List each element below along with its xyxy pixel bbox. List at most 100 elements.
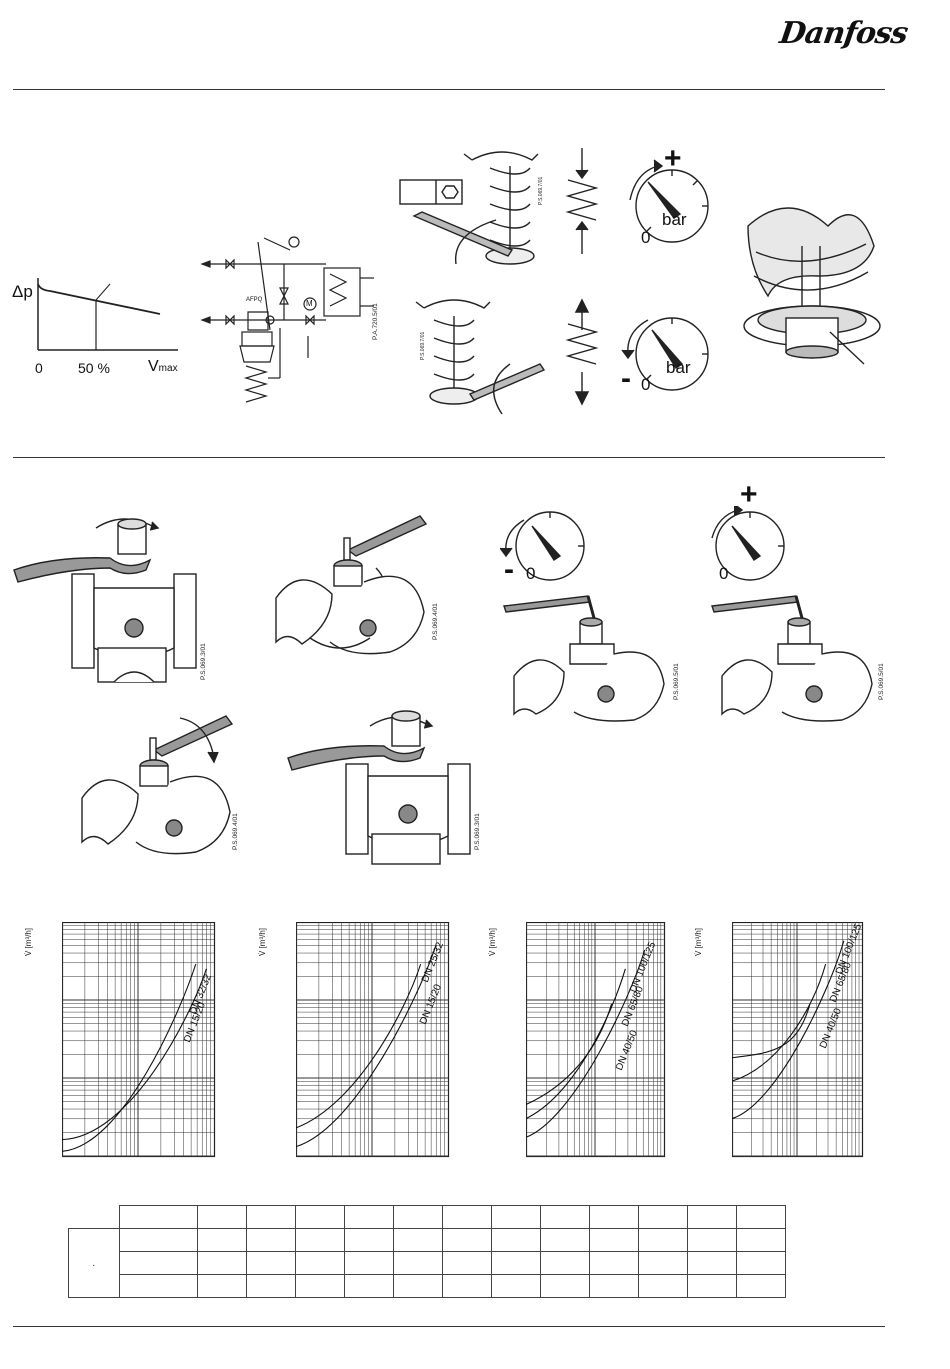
- schematic-motor-label: M: [306, 299, 313, 308]
- table-cell: [245, 1274, 296, 1298]
- flow-chart-3: [526, 922, 666, 1158]
- table-cell: [392, 1251, 443, 1275]
- table-cell: [441, 1274, 492, 1298]
- table-cell: [294, 1205, 345, 1229]
- flow-curve-2: [296, 945, 437, 1148]
- table-cell: [539, 1251, 590, 1275]
- pressure-gauge-increase: [629, 159, 709, 243]
- valve-code-2: P.S.069.4/01: [432, 603, 439, 640]
- flow-chart-2: [296, 922, 450, 1158]
- table-cell: [490, 1205, 541, 1229]
- table-cell: [343, 1228, 394, 1252]
- table-cell: [637, 1228, 688, 1252]
- gauge-top-unit: bar: [662, 210, 687, 229]
- table-cell: [118, 1251, 198, 1275]
- table-cell: [343, 1205, 394, 1229]
- table-cell: [490, 1228, 541, 1252]
- table-row: .: [68, 1228, 786, 1298]
- spring-code-top: P.S.069.7/01: [538, 176, 544, 205]
- table-cell: [196, 1228, 247, 1252]
- table-row: [69, 1274, 786, 1298]
- gauge-4-zero: 0: [719, 564, 729, 583]
- gauge-top-sign: +: [664, 142, 682, 175]
- flow-curve-3: [526, 949, 646, 1138]
- schematic-code: P.A.720.5/01: [372, 303, 379, 340]
- header-rule: [13, 89, 885, 90]
- flow-curve-1: [62, 968, 207, 1141]
- flow-curve-1: [732, 1003, 811, 1059]
- gauge-bottom-sign: -: [621, 362, 631, 395]
- table-cell: [118, 1228, 198, 1252]
- table-cell: [441, 1205, 492, 1229]
- valve-code-4: P.S.069.5/01: [878, 663, 885, 700]
- valve-code-3: P.S.069.5/01: [673, 663, 680, 700]
- pressure-gauge-4: [711, 506, 785, 581]
- table-cell: [588, 1205, 639, 1229]
- valve-illustration-1: [13, 518, 197, 683]
- table-cell: [294, 1251, 345, 1275]
- valve-illustration-2: [275, 515, 428, 655]
- system-schematic: [200, 236, 374, 403]
- table-cell: [490, 1274, 541, 1298]
- actuator-closeup: [743, 207, 881, 365]
- table-cell: [392, 1205, 443, 1229]
- valve-illustration-6: [287, 710, 471, 865]
- table-cell: [539, 1274, 590, 1298]
- gauge-3-sign: -: [504, 553, 514, 586]
- flow-chart-2-ylabel: V̇ [m³/h]: [258, 927, 267, 956]
- flow-curve-2: [526, 968, 626, 1120]
- valve-illustration-4: [711, 595, 873, 722]
- flow-chart-3-ylabel: V̇ [m³/h]: [488, 927, 497, 956]
- flow-chart-1: [62, 922, 216, 1158]
- valve-illustration-3: [503, 595, 665, 722]
- table-cell: [294, 1228, 345, 1252]
- pressure-gauge-decrease: [621, 317, 709, 391]
- flow-curve-3: [732, 940, 845, 1120]
- table-cell: [392, 1228, 443, 1252]
- table-cell: [686, 1251, 737, 1275]
- pressure-gauge-3: [500, 511, 585, 581]
- table-cell: [343, 1251, 394, 1275]
- table-cell: [441, 1251, 492, 1275]
- table-cell: [539, 1205, 590, 1229]
- flow-chart-4: [732, 922, 864, 1158]
- table-row: [69, 1251, 786, 1275]
- table-cell: [294, 1274, 345, 1298]
- table-cell: [735, 1228, 786, 1252]
- table-cell: [196, 1251, 247, 1275]
- table-row-header: .: [68, 1228, 120, 1298]
- spring-adjust-decrease: [415, 299, 546, 415]
- gauge-bottom-zero: 0: [641, 375, 651, 394]
- table-cell: [588, 1228, 639, 1252]
- schematic-afpq-label: AFPQ: [246, 297, 263, 303]
- flow-chart-4-ylabel: V̇ [m³/h]: [694, 927, 703, 956]
- table-cell: [686, 1205, 737, 1229]
- spring-symbols: [565, 148, 599, 406]
- table-corner: [68, 1205, 120, 1229]
- spring-adjust-increase: [399, 151, 539, 265]
- table-cell: [245, 1228, 296, 1252]
- table-cell: [637, 1251, 688, 1275]
- dp-characteristic-graph: [37, 278, 178, 351]
- table-cell: [588, 1274, 639, 1298]
- dp-tick-50: 50 %: [78, 360, 110, 376]
- table-cell: [539, 1228, 590, 1252]
- dp-tick-zero: 0: [35, 360, 43, 376]
- table-cell: [392, 1274, 443, 1298]
- dp-axis-label: Δp: [12, 282, 33, 301]
- flow-chart-1-ylabel: V̇ [m³/h]: [24, 927, 33, 956]
- table-cell: [686, 1228, 737, 1252]
- flow-curve-2: [732, 963, 827, 1082]
- valve-illustration-5: [81, 715, 234, 855]
- table-cell: [245, 1251, 296, 1275]
- flow-curve-1: [296, 963, 422, 1129]
- table-cell: [735, 1205, 786, 1229]
- table-cell: [118, 1205, 198, 1229]
- table-cell: [490, 1251, 541, 1275]
- valve-code-6: P.S.069.3/01: [474, 813, 481, 850]
- section-rule-1: [13, 457, 885, 458]
- gauge-4-sign: +: [740, 478, 758, 511]
- table-cell: [588, 1251, 639, 1275]
- flow-curve-2: [62, 963, 197, 1152]
- dp-tick-vmax: Vmax: [148, 358, 178, 375]
